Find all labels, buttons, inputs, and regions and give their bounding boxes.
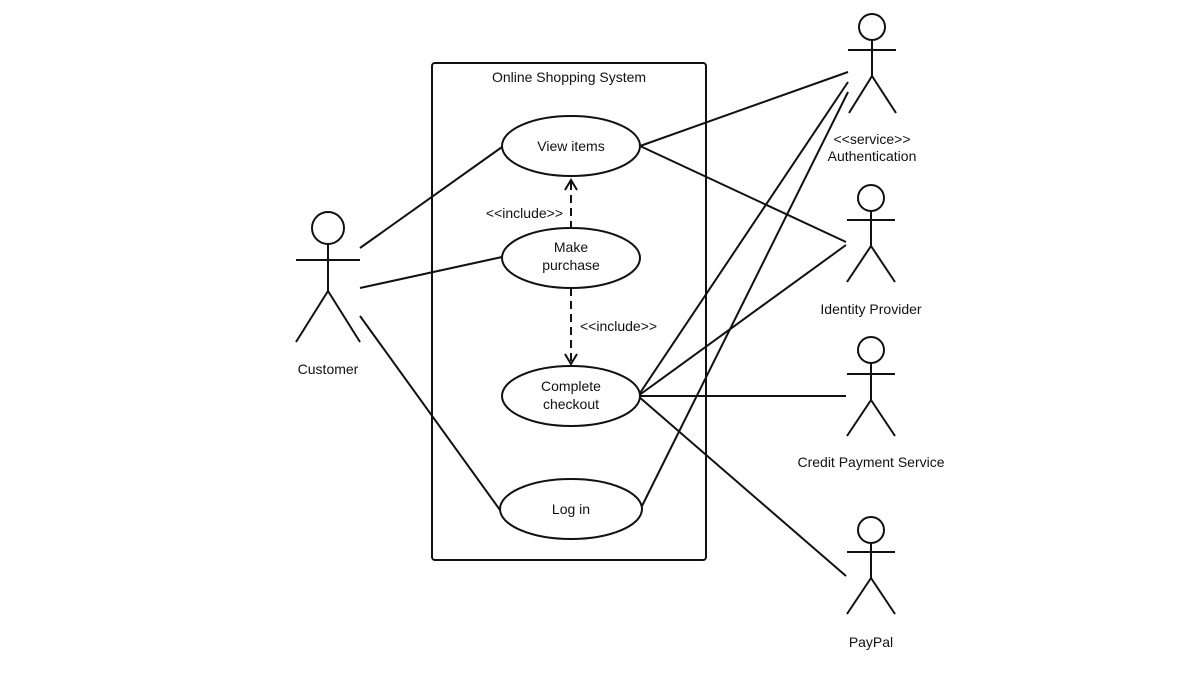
actor-label: PayPal (849, 634, 893, 650)
stick-figure-icon (846, 336, 896, 437)
assoc-view-items-authentication (639, 71, 849, 147)
assoc-customer-make-purchase (359, 256, 503, 289)
stick-figure-icon (846, 184, 896, 283)
use-case-label: checkout (543, 396, 599, 412)
use-case-view-items[interactable]: View items (501, 115, 641, 177)
stick-figure-icon (295, 211, 361, 343)
actor-customer[interactable]: Customer (295, 211, 361, 377)
assoc-checkout-authentication (637, 81, 849, 397)
use-case-label: Log in (552, 501, 590, 517)
include-label-2: <<include>> (580, 318, 657, 334)
use-case-label: Complete (541, 378, 601, 394)
use-case-label: Make (554, 239, 588, 255)
actor-authentication[interactable]: <<service>> Authentication (828, 13, 917, 164)
system-boundary (431, 62, 707, 561)
stick-figure-icon (846, 516, 896, 615)
system-title: Online Shopping System (492, 69, 646, 85)
actor-identity-provider[interactable]: Identity Provider (820, 184, 922, 317)
actor-stereotype: <<service>> (833, 131, 910, 147)
use-case-label: purchase (542, 257, 600, 273)
assoc-log-in-authentication (640, 91, 849, 509)
stick-figure-icon (848, 13, 897, 114)
actor-label: Credit Payment Service (797, 454, 944, 470)
actor-credit-payment-service[interactable]: Credit Payment Service (797, 336, 945, 470)
use-case-label: View items (537, 138, 604, 154)
use-case-log-in[interactable]: Log in (499, 478, 643, 540)
assoc-checkout-identity-provider (637, 244, 847, 397)
actor-label: Identity Provider (820, 301, 921, 317)
assoc-customer-log-in (359, 315, 501, 511)
assoc-view-items-identity-provider (639, 145, 847, 243)
assoc-checkout-paypal (637, 395, 847, 577)
actor-label: Authentication (828, 148, 917, 164)
actor-paypal[interactable]: PayPal (846, 516, 896, 650)
assoc-customer-view-items (359, 146, 503, 249)
use-case-complete-checkout[interactable]: Complete checkout (501, 365, 641, 427)
include-label-1: <<include>> (486, 205, 563, 221)
actor-label: Customer (298, 361, 359, 377)
use-case-make-purchase[interactable]: Make purchase (501, 227, 641, 289)
